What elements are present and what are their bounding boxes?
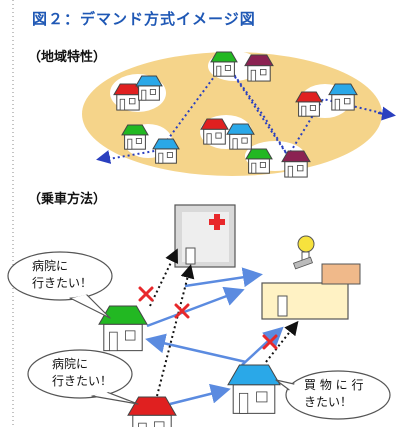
house-icon: [281, 150, 311, 178]
direct-route-arrow: [265, 320, 299, 363]
speech-bubble-1-text: 病院に 行きたい！: [32, 258, 92, 292]
house-icon: [121, 124, 149, 150]
cross-mark: [138, 286, 154, 302]
cross-mark: [174, 303, 190, 319]
speech-bubble-2-text: 病院に 行きたい！: [52, 356, 112, 390]
house-icon: [200, 118, 229, 145]
speech-bubble-2: [27, 349, 139, 405]
house-icon: [127, 396, 177, 427]
shop-icon: [261, 263, 361, 320]
house-icon: [295, 91, 323, 117]
request-arrow: [146, 286, 245, 328]
section-area-label: （地域特性）: [28, 50, 107, 65]
request-arrow: [169, 383, 231, 406]
person-icon: [293, 235, 315, 270]
speech-line: 病院に: [32, 259, 69, 273]
house-icon: [227, 364, 281, 414]
route-arrow-right: [377, 106, 396, 121]
house-icon: [244, 54, 274, 82]
hospital-icon: [174, 204, 236, 268]
diagram-title: 図２：デマンド方式イメージ図: [32, 10, 256, 28]
speech-bubble-1: [7, 251, 113, 319]
speech-line: 行きたい！: [52, 374, 113, 388]
request-arrow: [184, 267, 263, 288]
direct-route-arrow: [149, 248, 178, 307]
speech-bubble-3: [275, 370, 391, 420]
house-icon: [135, 75, 163, 101]
speech-line: 行きたい！: [32, 276, 93, 290]
house-icon: [210, 51, 238, 77]
house-icon: [98, 305, 148, 352]
speech-bubble-3-text: 買 物 に 行 きたい！: [304, 377, 363, 411]
cross-mark: [262, 334, 278, 350]
speech-line: 買 物 に 行: [304, 378, 364, 392]
direct-route-arrow: [156, 264, 195, 397]
request-arrow: [145, 333, 247, 364]
speech-line: 病院に: [52, 357, 89, 371]
house-icon: [328, 83, 358, 111]
house-icon: [226, 123, 255, 150]
house-icon: [113, 83, 143, 111]
route-arrow-left: [96, 150, 112, 164]
house-icon: [152, 138, 180, 164]
section-method-label: （乗車方法）: [28, 192, 107, 207]
demand-route-branch: [224, 61, 289, 157]
request-arrow: [241, 326, 284, 366]
house-icon: [245, 148, 273, 174]
speech-line: きたい！: [304, 395, 353, 409]
